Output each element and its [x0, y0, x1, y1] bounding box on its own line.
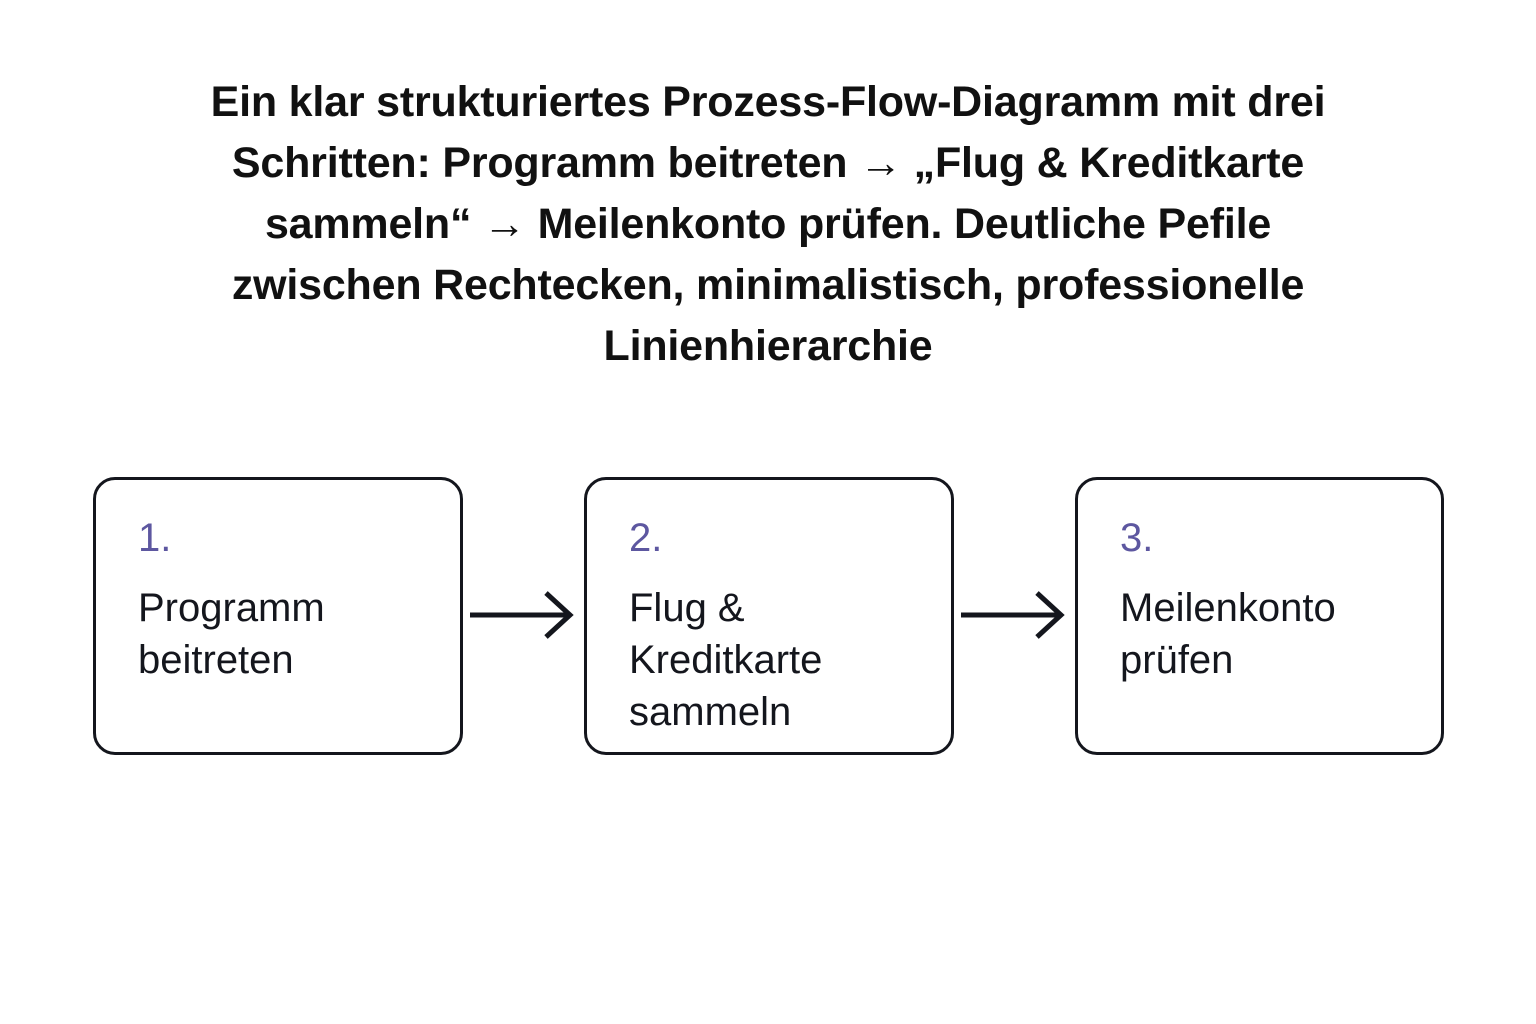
- page-title: Ein klar strukturiertes Prozess-Flow-Dia…: [118, 72, 1418, 377]
- page-title-line-1: Ein klar strukturiertes Prozess-Flow-Dia…: [210, 78, 1326, 126]
- flow-step-2[interactable]: 2. Flug & Kreditkarte sammeln: [584, 477, 954, 755]
- page-title-line-2: Schritten: Programm beitreten → „Flug & …: [231, 139, 1305, 187]
- page-title-line-3: sammeln“ → Meilenkonto prüfen. Deutliche…: [264, 200, 1272, 248]
- page-title-line-4: zwischen Rechtecken, minimalistisch, pro…: [231, 261, 1305, 309]
- flow-step-3-number: 3.: [1120, 516, 1154, 560]
- flow-step-3[interactable]: 3. Meilenkonto prüfen: [1075, 477, 1444, 755]
- arrow-right-icon: [961, 588, 1069, 642]
- flow-step-1[interactable]: 1. Programm beitreten: [93, 477, 463, 755]
- flow-step-2-label: Flug & Kreditkarte sammeln: [629, 586, 823, 734]
- flow-step-3-label: Meilenkonto prüfen: [1120, 586, 1336, 682]
- flow-step-2-number: 2.: [629, 516, 663, 560]
- flow-step-1-number: 1.: [138, 516, 172, 560]
- arrow-right-icon: [470, 588, 578, 642]
- page-title-line-5: Linienhierarchie: [603, 322, 933, 370]
- flow-step-1-label: Programm beitreten: [138, 586, 325, 682]
